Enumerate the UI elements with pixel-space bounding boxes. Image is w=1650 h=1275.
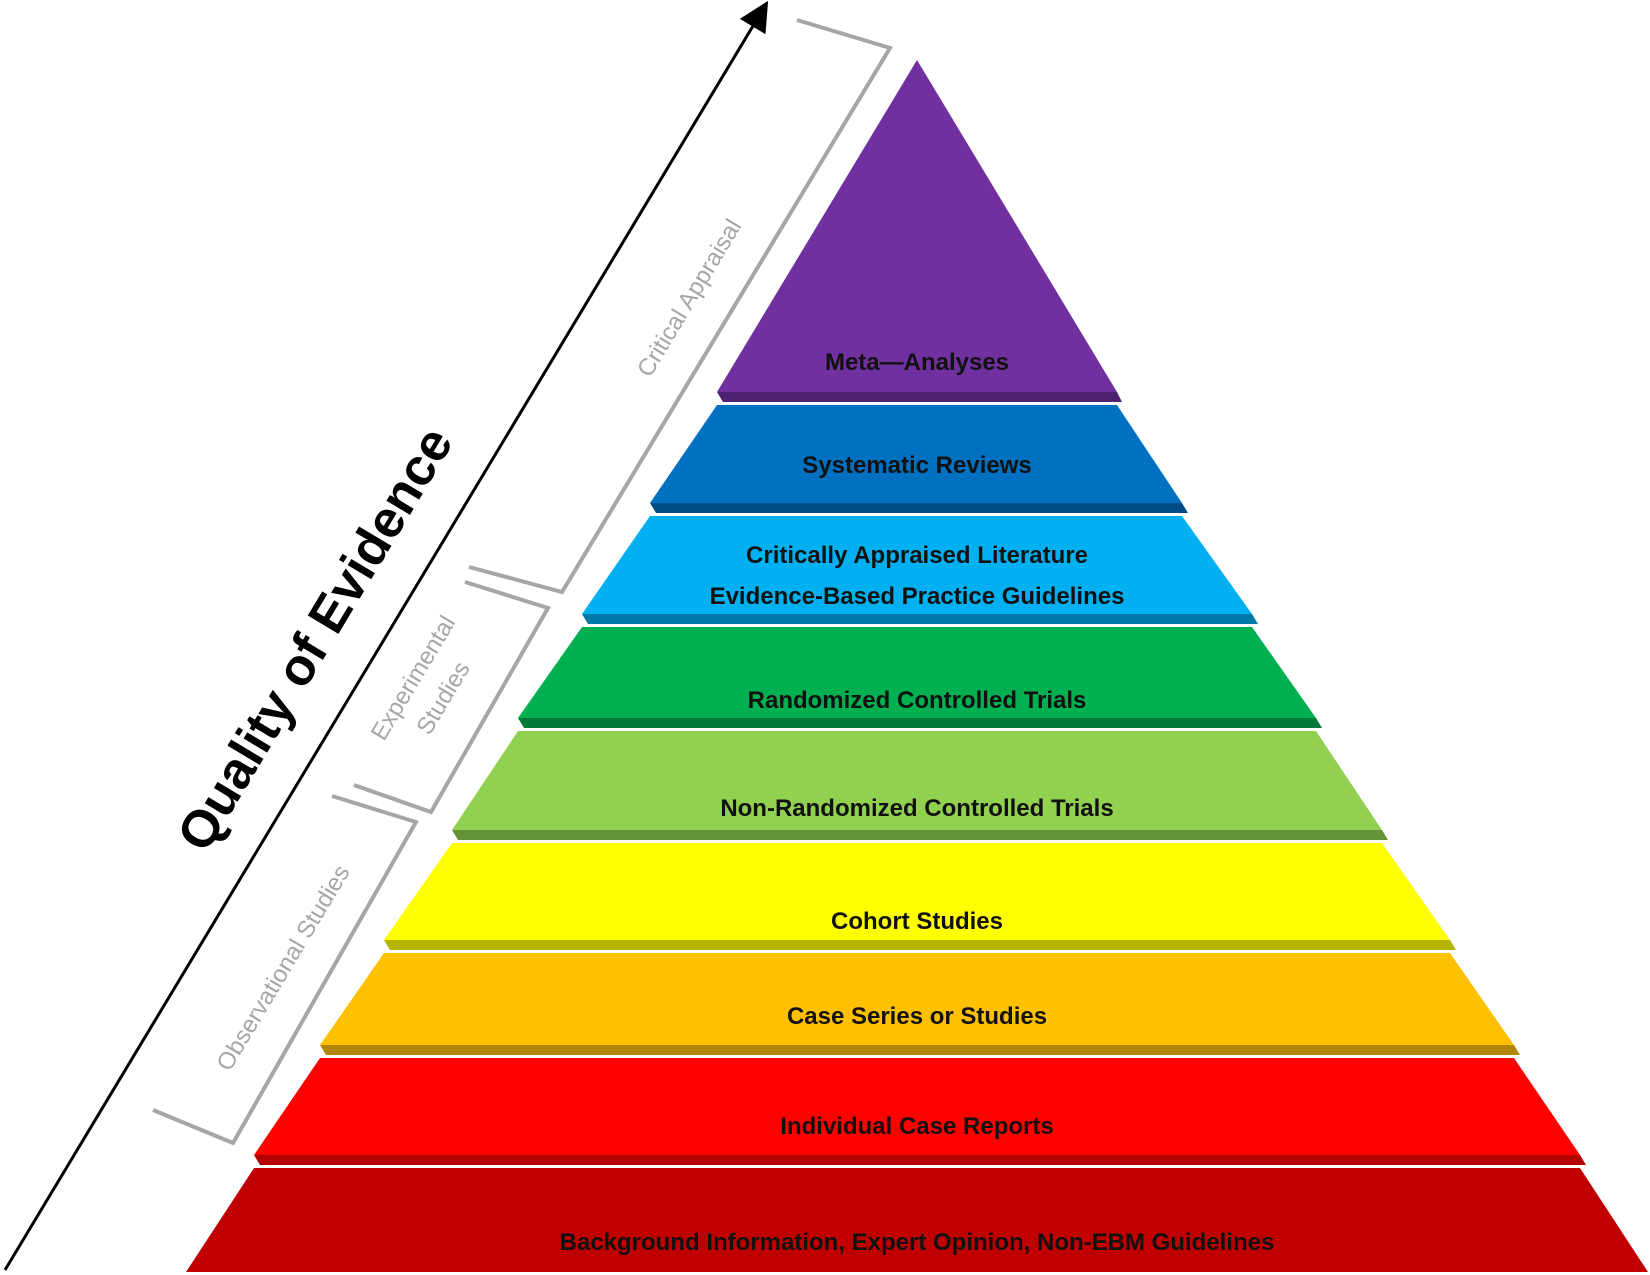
level-randomized-controlled-trials-label: Randomized Controlled Trials <box>748 687 1087 714</box>
level-randomized-controlled-trials: Randomized Controlled Trials <box>518 627 1322 728</box>
level-non-randomized-controlled-trials: Non-Randomized Controlled Trials <box>452 731 1388 840</box>
level-meta-analyses-shape <box>717 60 1117 392</box>
level-meta-analyses-label: Meta—Analyses <box>825 349 1009 376</box>
level-systematic-reviews: Systematic Reviews <box>650 405 1188 513</box>
level-systematic-reviews-shape <box>650 405 1182 503</box>
level-randomized-controlled-trials-shape <box>518 627 1316 718</box>
level-case-series-or-studies-label: Case Series or Studies <box>787 1003 1047 1030</box>
level-randomized-controlled-trials-edge <box>518 718 1322 728</box>
critical-appraisal-label: Critical Appraisal <box>632 215 747 382</box>
experimental-studies-bracket <box>353 580 551 815</box>
observational-studies-bracket <box>152 794 419 1146</box>
level-cohort-studies-edge <box>384 940 1456 950</box>
level-individual-case-reports-shape <box>254 1058 1580 1155</box>
level-background-information-shape <box>186 1168 1648 1272</box>
level-case-series-or-studies: Case Series or Studies <box>320 953 1520 1055</box>
level-cohort-studies-label: Cohort Studies <box>831 908 1003 935</box>
level-non-randomized-controlled-trials-edge <box>452 830 1388 840</box>
level-individual-case-reports-label: Individual Case Reports <box>780 1113 1053 1140</box>
level-critically-appraised-literature-shape <box>582 516 1252 614</box>
level-cohort-studies-shape <box>384 843 1450 940</box>
level-individual-case-reports: Individual Case Reports <box>254 1058 1586 1165</box>
quality-axis-arrow <box>3 0 769 1271</box>
level-systematic-reviews-edge <box>650 503 1188 513</box>
level-background-information: Background Information, Expert Opinion, … <box>186 1168 1648 1272</box>
level-critically-appraised-literature-edge <box>582 614 1258 624</box>
critical-appraisal-bracket <box>468 18 894 595</box>
level-non-randomized-controlled-trials-shape <box>452 731 1382 830</box>
level-case-series-or-studies-edge <box>320 1045 1520 1055</box>
level-critically-appraised-literature-label-line-2: Evidence-Based Practice Guidelines <box>710 583 1125 610</box>
level-non-randomized-controlled-trials-label: Non-Randomized Controlled Trials <box>720 795 1113 822</box>
quality-axis-label: Quality of Evidence <box>166 417 464 861</box>
level-cohort-studies: Cohort Studies <box>384 843 1456 950</box>
level-systematic-reviews-label: Systematic Reviews <box>802 452 1031 479</box>
level-meta-analyses: Meta—Analyses <box>717 60 1122 402</box>
level-individual-case-reports-edge <box>254 1155 1586 1165</box>
level-case-series-or-studies-shape <box>320 953 1514 1045</box>
pyramid: Meta—Analyses Systematic Reviews Critica… <box>186 60 1648 1272</box>
level-critically-appraised-literature-label-line-1: Critically Appraised Literature <box>746 542 1088 569</box>
level-background-information-label: Background Information, Expert Opinion, … <box>560 1229 1275 1256</box>
level-meta-analyses-edge <box>717 392 1122 402</box>
level-critically-appraised-literature: Critically Appraised Literature Evidence… <box>582 516 1258 624</box>
